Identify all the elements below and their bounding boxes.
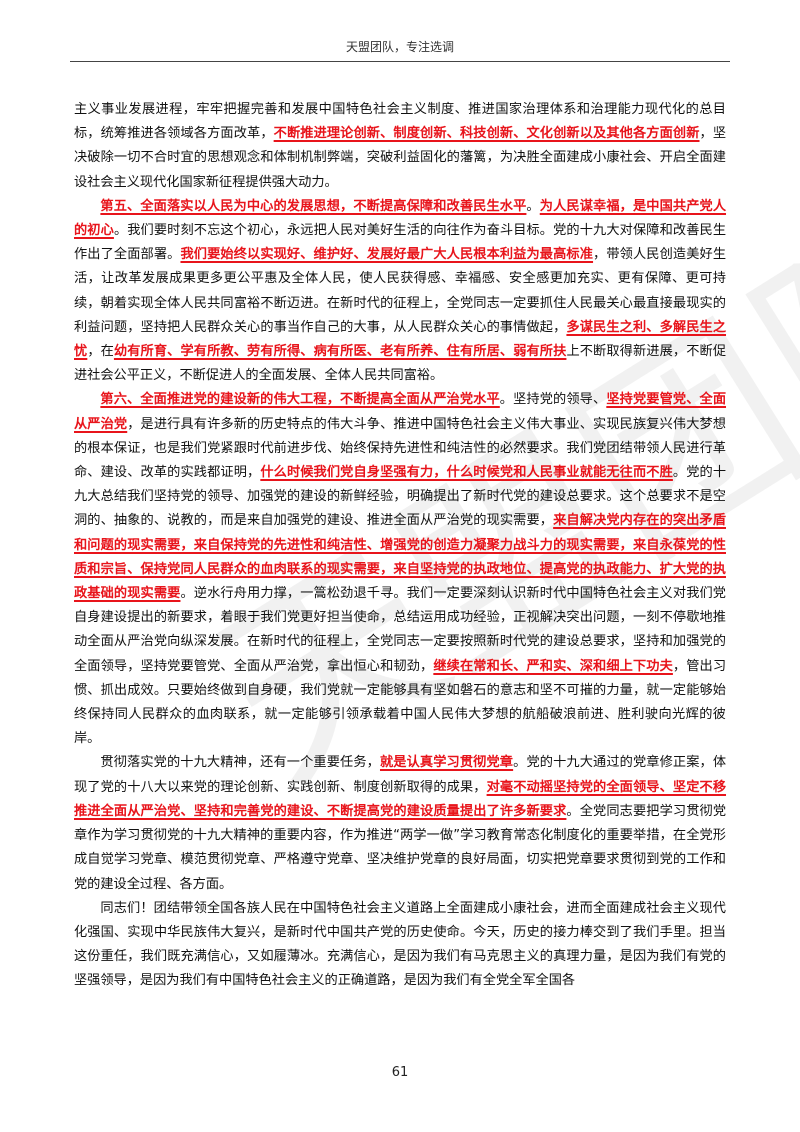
body-text: 。党的十九大总结我们坚持党的领导、加强党的建设的新鲜经验，明确提出了新时代党的建…	[74, 465, 727, 529]
highlighted-text: 多谋民生之利、多解民生之忧	[74, 319, 727, 360]
body-text: 同志们！团结带领全国各族人民在中国特色社会主义道路上全面建成小康社会，进而全面建…	[74, 900, 726, 989]
body-text: 。坚持党的领导、	[499, 392, 607, 408]
highlighted-text: 对毫不动摇坚持党的全面领导、坚定不移推进全面从严治党、坚持和完善党的建设、不断提…	[74, 779, 727, 819]
page-number: 61	[391, 1065, 409, 1080]
body-text: ，带领人民创造美好生活，让改革发展成果更多更公平惠及全体人民，使人民获得感、幸福…	[74, 247, 727, 335]
body-paragraph: 同志们！团结带领全国各族人民在中国特色社会主义道路上全面建成小康社会，进而全面建…	[74, 897, 726, 994]
page-header: 天盟团队，专注选调	[70, 38, 730, 62]
document-body: 主义事业发展进程，牢牢把握完善和发展中国特色社会主义制度、推进国家治理体系和治理…	[74, 98, 726, 994]
body-text: 主义事业发展进程，牢牢把握完善和发展中国特色社会主义制度、推进国家治理体系和治理…	[74, 102, 726, 142]
body-text: 上不断取得新进展，不断促进社会公平正义，不断促进人的全面发展、全体人民共同富裕。	[74, 344, 727, 384]
highlighted-text: 什么时候我们党自身坚强有力，什么时候党和人民事业就能无往而不胜	[260, 465, 673, 481]
body-text: 贯彻落实党的十九大精神，还有一个重要任务，	[100, 755, 380, 771]
highlighted-text: 继续在常和长、严和实、深和细上下功夫	[433, 658, 673, 674]
body-text: 。	[526, 198, 540, 214]
body-paragraph: 第六、全面推进党的建设新的伟大工程，不断提高全面从严治党水平。坚持党的领导、坚持…	[74, 388, 726, 751]
body-text: 。我们要时刻不忘这个初心，永远把人民对美好生活的向往作为奋斗目标。党的十九大对保…	[74, 223, 727, 263]
body-paragraph: 贯彻落实党的十九大精神，还有一个重要任务，就是认真学习贯彻党章。党的十九大通过的…	[74, 751, 726, 896]
highlighted-text: 我们要始终以实现好、维护好、发展好最广大人民根本利益为最高标准	[180, 247, 594, 263]
highlighted-text: 为人民谋幸福，是中国共产党人的初心	[74, 198, 727, 239]
highlighted-text: 不断推进理论创新、制度创新、科技创新、文化创新以及其他各方面创新	[273, 126, 700, 142]
body-text: ，管出习惯、抓出成效。只要始终做到自身硬，我们党就一定能够具有坚如磐石的意志和坚…	[74, 658, 727, 747]
highlighted-text: 就是认真学习贯彻党章	[379, 755, 514, 771]
body-text: ，是进行具有许多新的历史特点的伟大斗争、推进中国特色社会主义伟大事业、实现民族复…	[74, 416, 726, 481]
highlighted-text: 幼有所育、学有所教、劳有所得、病有所医、老有所养、住有所居、弱有所扶	[113, 344, 567, 360]
highlighted-text: 第五、全面落实以人民为中心的发展思想，不断提高保障和改善民生水平	[100, 198, 527, 214]
body-paragraph: 主义事业发展进程，牢牢把握完善和发展中国特色社会主义制度、推进国家治理体系和治理…	[74, 98, 726, 195]
highlighted-text: 坚持党要管党、全面从严治党	[74, 392, 727, 432]
body-text: ，坚决破除一切不合时宜的思想观念和体制机制弊端，突破利益固化的藩篱，为决胜全面建…	[74, 126, 727, 190]
highlighted-text: 来自解决党内存在的突出矛盾和问题的现实需要，来自保持党的先进性和纯洁性、增强党的…	[74, 513, 726, 602]
body-text: 。全党同志要把学习贯彻党章作为学习贯彻党的十九大精神的重要内容，作为推进“两学一…	[74, 803, 727, 892]
body-text: ，在	[87, 344, 114, 360]
highlighted-text: 第六、全面推进党的建设新的伟大工程，不断提高全面从严治党水平	[100, 392, 500, 408]
body-text: 。党的十九大通过的党章修正案，体现了党的十八大以来党的理论创新、实践创新、制度创…	[74, 755, 727, 795]
body-paragraph: 第五、全面落实以人民为中心的发展思想，不断提高保障和改善民生水平。为人民谋幸福，…	[74, 195, 726, 389]
body-text: 。逆水行舟用力撑，一篙松劲退千寻。我们一定要深刻认识新时代中国特色社会主义对我们…	[74, 586, 726, 674]
